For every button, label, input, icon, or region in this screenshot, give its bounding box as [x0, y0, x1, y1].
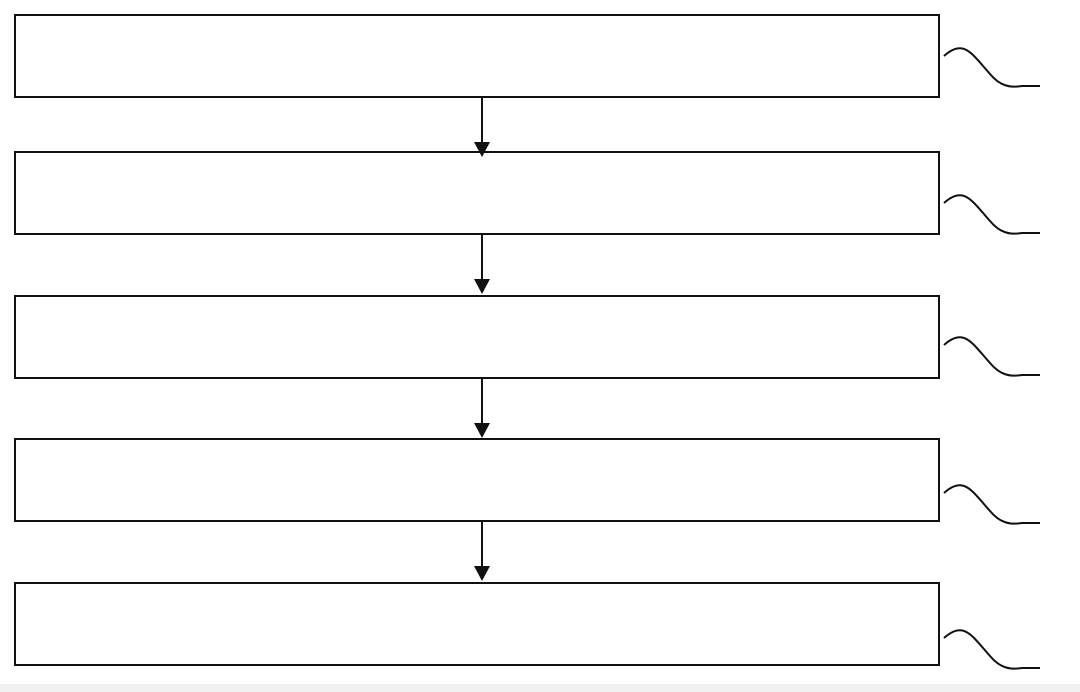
step-callout-line-5 [943, 629, 1040, 670]
step-callout-line-4 [943, 484, 1040, 525]
step-box-3 [14, 295, 940, 379]
step-callout-line-3 [943, 336, 1040, 377]
step-callout-line-2 [943, 194, 1040, 235]
step-box-1 [14, 14, 940, 98]
step-callout-line-1 [943, 47, 1040, 88]
step-box-4 [14, 438, 940, 522]
step-box-5 [14, 582, 940, 666]
down-arrow-icon [474, 522, 490, 581]
step-box-2 [14, 151, 940, 235]
down-arrow-icon [474, 379, 490, 438]
down-arrow-icon [474, 235, 490, 294]
bottom-border-strip [0, 684, 1080, 692]
down-arrow-icon [474, 98, 490, 157]
